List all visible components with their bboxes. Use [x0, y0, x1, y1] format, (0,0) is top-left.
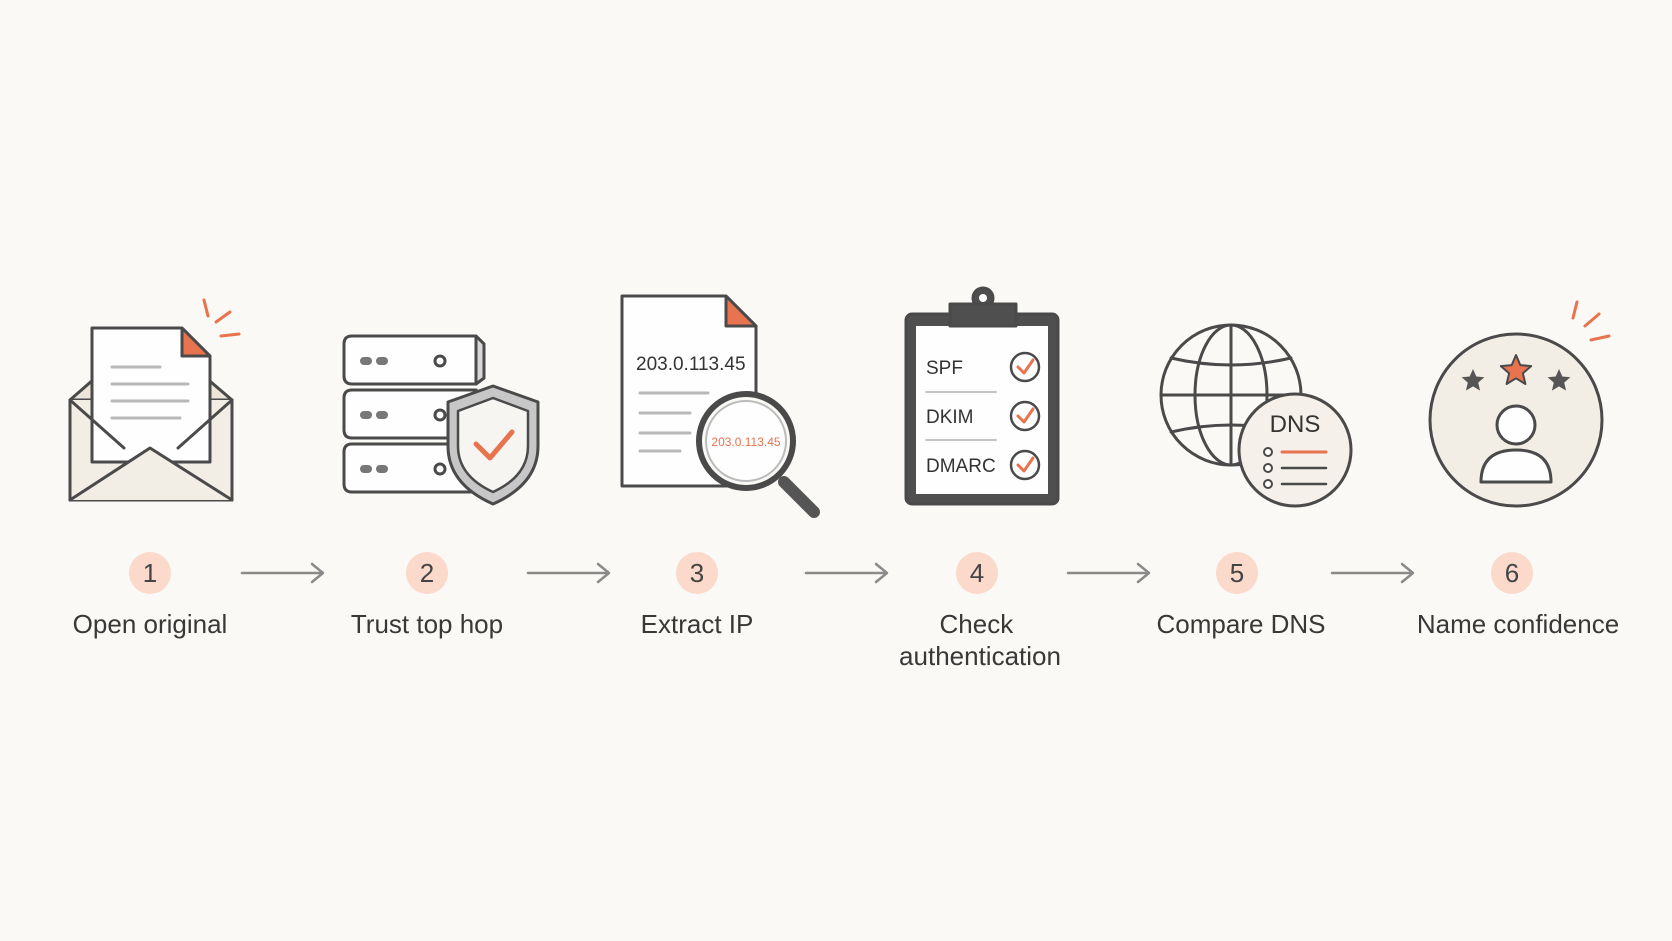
document-ip-text: 203.0.113.45 [636, 354, 746, 375]
step-number: 5 [1230, 558, 1244, 588]
step-label-line: Compare DNS [1156, 609, 1325, 639]
server-shield-icon [342, 334, 540, 506]
dns-badge: DNS [1237, 392, 1353, 508]
step-label: Check authentication [899, 609, 1061, 671]
step-label: Name confidence [1417, 609, 1619, 639]
arrow-3-to-4 [804, 562, 889, 584]
step-number: 4 [970, 558, 984, 588]
step-label-line: authentication [899, 641, 1061, 671]
arrow-4-to-5 [1066, 562, 1151, 584]
arrow-1-to-2 [240, 562, 325, 584]
step-label: Open original [73, 609, 228, 639]
step-badge [406, 552, 448, 594]
step-number: 2 [420, 558, 434, 588]
server-unit [342, 334, 486, 386]
flow-arrows [240, 562, 1415, 584]
step-badge [676, 552, 718, 594]
auth-check-spf: SPF [926, 358, 963, 379]
star-icon [1547, 369, 1571, 391]
star-icon [1461, 369, 1485, 391]
shield-icon [446, 384, 540, 506]
step-label-line: Open original [73, 609, 228, 639]
star-icon [1499, 354, 1533, 385]
step-label-line: Name confidence [1417, 609, 1619, 639]
person-icon [1479, 404, 1553, 484]
clipboard-clip [948, 286, 1018, 328]
step-number: 3 [690, 558, 704, 588]
rating-person-icon [1428, 300, 1611, 508]
step-label: Extract IP [641, 609, 754, 639]
step-label: Compare DNS [1156, 609, 1325, 639]
auth-check-dkim: DKIM [926, 407, 974, 428]
step-badge [956, 552, 998, 594]
step-1: 1 Open original [73, 552, 228, 639]
auth-check-dmarc: DMARC [926, 456, 996, 477]
notification-burst [202, 298, 241, 338]
globe-dns-icon: DNS [1159, 323, 1353, 508]
step-number: 6 [1505, 558, 1519, 588]
step-4: 4 Check authentication [899, 552, 1061, 671]
arrow-2-to-3 [526, 562, 611, 584]
step-label-line: Check [940, 609, 1015, 639]
step-2: 2 Trust top hop [351, 552, 503, 639]
dns-badge-text: DNS [1270, 411, 1321, 438]
step-label: Trust top hop [351, 609, 503, 639]
check-circle-icon [1009, 449, 1041, 481]
step-badge [129, 552, 171, 594]
open-envelope-icon [68, 298, 241, 502]
step-3: 3 Extract IP [641, 552, 754, 639]
step-label-line: Extract IP [641, 609, 754, 639]
notification-burst [1571, 300, 1611, 342]
step-badge [1216, 552, 1258, 594]
check-circle-icon [1009, 351, 1041, 383]
magnified-ip-text: 203.0.113.45 [711, 435, 781, 449]
magnify-ip-document-icon: 203.0.113.45 203.0.113.45 [620, 294, 820, 518]
step-5: 5 Compare DNS [1156, 552, 1326, 639]
letter-page [90, 326, 212, 464]
step-badge [1491, 552, 1533, 594]
auth-clipboard-icon: SPF DKIM DMARC [904, 286, 1060, 506]
step-6: 6 Name confidence [1417, 552, 1619, 639]
arrow-5-to-6 [1330, 562, 1415, 584]
step-number: 1 [143, 558, 157, 588]
step-label-line: Trust top hop [351, 609, 503, 639]
magnifier-icon: 203.0.113.45 [696, 391, 820, 518]
check-circle-icon [1009, 400, 1041, 432]
